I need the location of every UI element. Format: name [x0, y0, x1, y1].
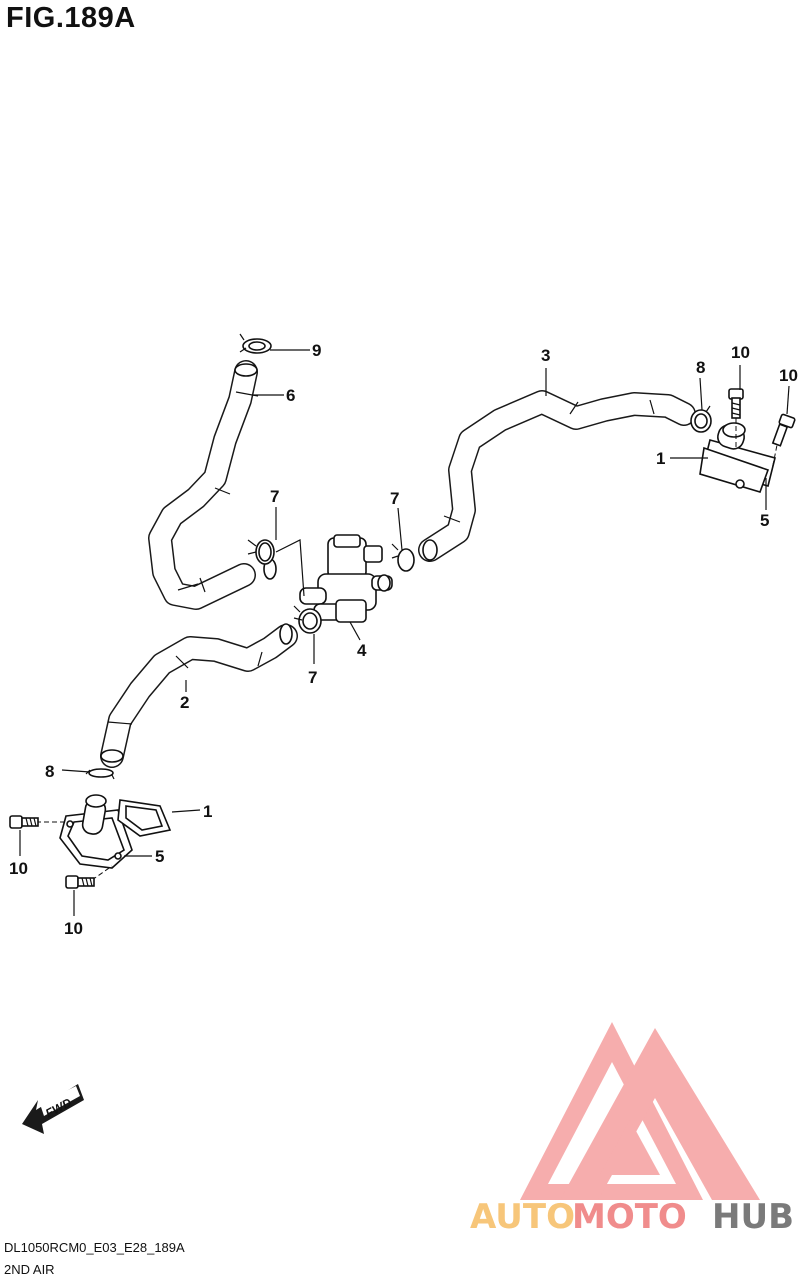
- callout-2: 2: [180, 693, 189, 712]
- clip-9: [239, 333, 272, 354]
- callout-8-right: 8: [696, 358, 705, 377]
- clamp-7-top-left: [247, 539, 275, 565]
- svg-text:MOTO: MOTO: [572, 1197, 687, 1237]
- callout-10-left-a: 10: [9, 859, 28, 878]
- reed-valve-left: [36, 794, 172, 881]
- leader-lines: [19, 349, 790, 916]
- callout-7-bottom: 7: [308, 668, 317, 687]
- bolt-10-right-a: [728, 388, 744, 419]
- footer-code: DL1050RCM0_E03_E28_189A: [4, 1240, 185, 1255]
- callout-10-right-a: 10: [731, 343, 750, 362]
- bolt-10-right-b: [771, 413, 796, 447]
- clamp-7-top-right: [391, 543, 415, 572]
- callout-7-top-left: 7: [270, 487, 279, 506]
- clamp-7-bottom: [293, 605, 322, 634]
- callout-8-left: 8: [45, 762, 54, 781]
- callout-10-left-b: 10: [64, 919, 83, 938]
- callout-10-right-b: 10: [779, 366, 798, 385]
- callout-7-top-right: 7: [390, 489, 399, 508]
- callout-9: 9: [312, 341, 321, 360]
- fwd-arrow-icon: FWD: [22, 1084, 84, 1134]
- bolt-10-left-a: [9, 815, 39, 829]
- clip-8-right: [690, 405, 712, 433]
- valve-4: [299, 534, 393, 623]
- bolt-10-left-b: [65, 875, 95, 889]
- svg-text:HUB: HUB: [712, 1197, 794, 1237]
- callout-1-right: 1: [656, 449, 665, 468]
- callout-3: 3: [541, 346, 550, 365]
- callout-1-left: 1: [203, 802, 212, 821]
- callout-5-left: 5: [155, 847, 164, 866]
- callout-4: 4: [357, 641, 367, 660]
- hose-6: [148, 360, 277, 610]
- watermark-logo: [520, 1022, 760, 1200]
- figure-title: FIG.189A: [6, 2, 136, 34]
- hose-3: [418, 390, 696, 562]
- callout-6: 6: [286, 386, 295, 405]
- watermark-text: AUTO MOTO HUB: [470, 1197, 794, 1237]
- footer-caption: 2ND AIR: [4, 1262, 55, 1277]
- clip-8-left: [85, 768, 115, 780]
- callout-5-right: 5: [760, 511, 769, 530]
- hose-2: [100, 623, 298, 768]
- reed-valve-right: [699, 410, 781, 493]
- svg-text:AUTO: AUTO: [470, 1197, 575, 1237]
